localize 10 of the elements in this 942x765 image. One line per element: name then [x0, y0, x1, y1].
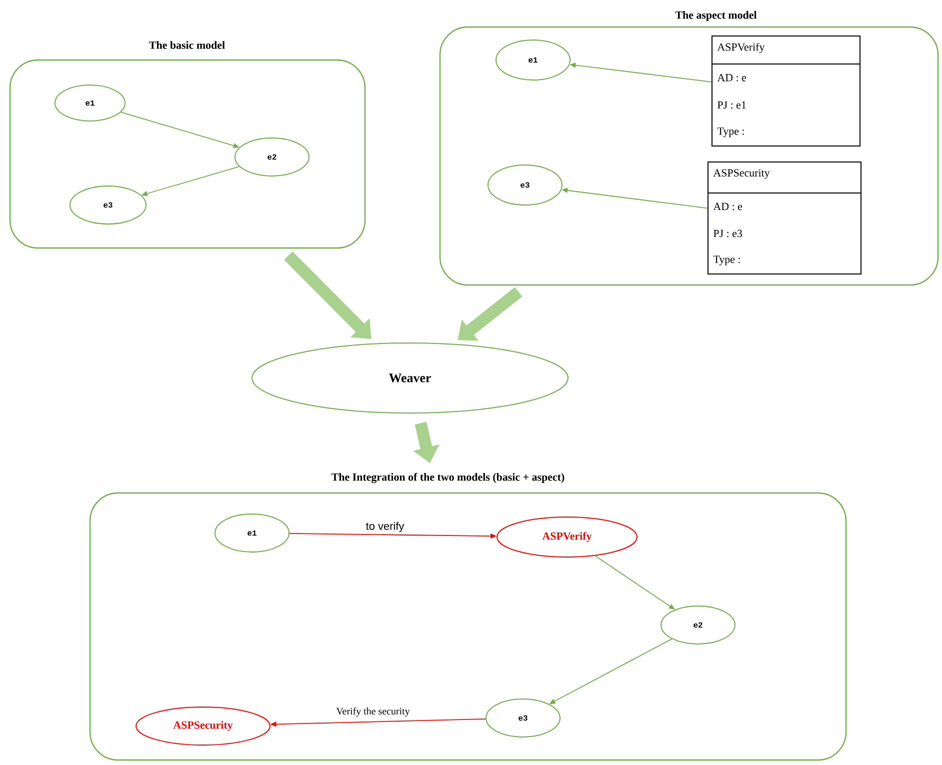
model-container [9, 41, 366, 249]
class-box: ASPVerify AD : e PJ : e1 Type : [712, 36, 860, 146]
model-title: The aspect model [675, 11, 757, 21]
edge-label: Verify the security [335, 706, 411, 718]
edge-label: to verify [364, 520, 406, 534]
model-container [439, 11, 939, 286]
model-title: The basic model [149, 41, 225, 49]
model-title: The Integration of the two models (basic + aspect) [332, 472, 564, 484]
model-container [89, 472, 847, 761]
class-box: ASPSecurity AD : e PJ : e3 Type : [708, 162, 862, 274]
